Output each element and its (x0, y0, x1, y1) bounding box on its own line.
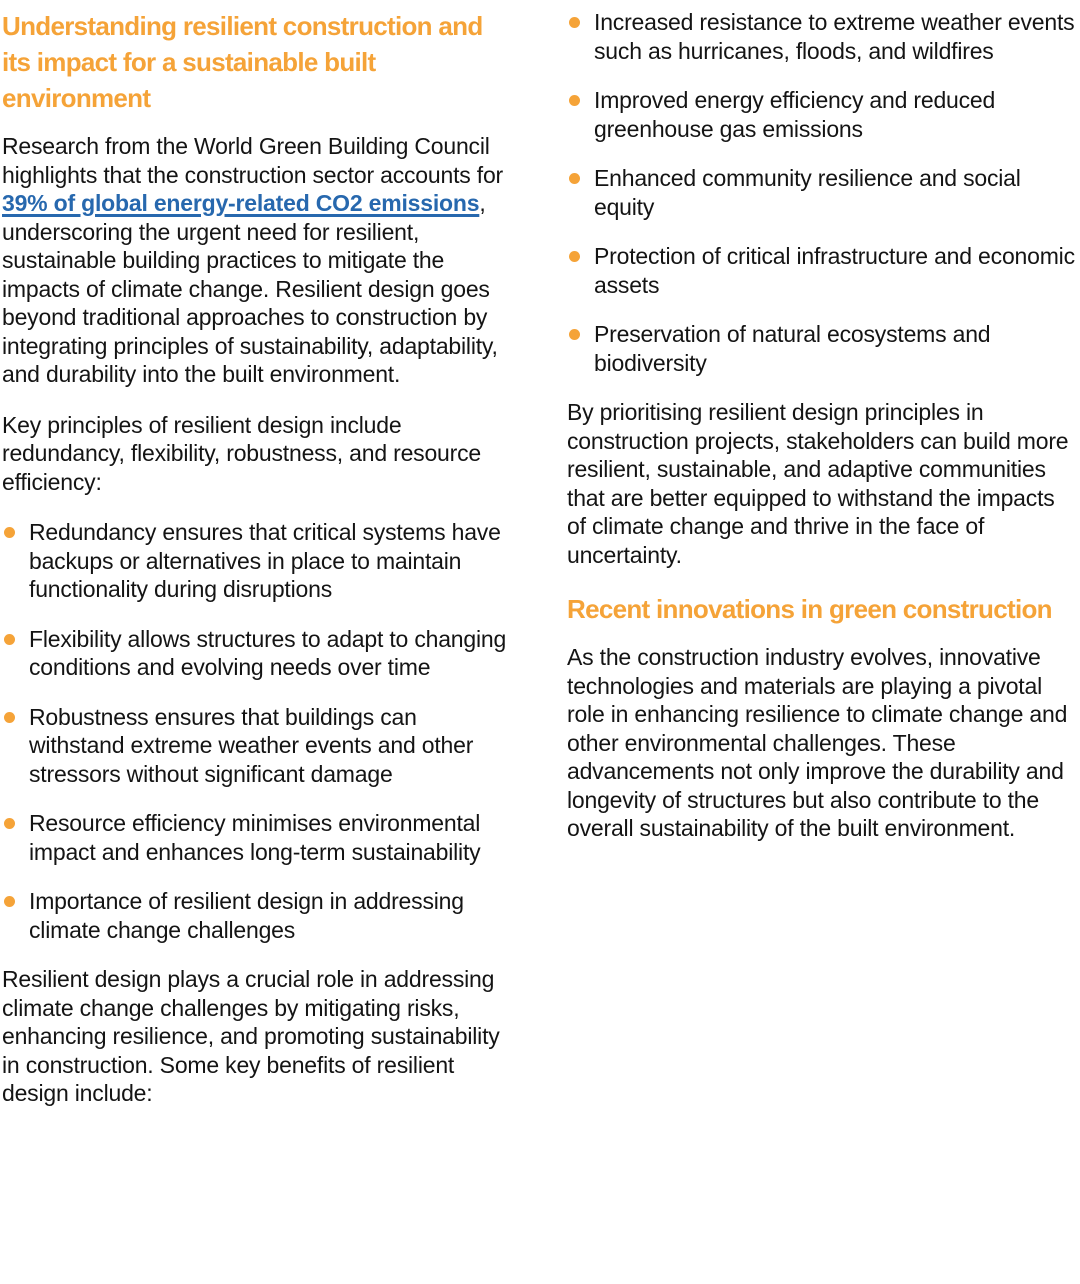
list-item-text: Improved energy efficiency and reduced g… (594, 87, 996, 142)
innovations-paragraph: As the construction industry evolves, in… (567, 644, 1068, 841)
list-item-text: Flexibility allows structures to adapt t… (29, 625, 507, 681)
benefits-bullet-list: Increased resistance to extreme weather … (567, 8, 1078, 377)
list-item-text: Protection of critical infrastructure an… (594, 243, 1075, 298)
co2-emissions-link[interactable]: 39% of global energy-related CO2 emissio… (2, 190, 480, 216)
bullet-icon (4, 527, 15, 538)
bullet-icon (569, 95, 580, 106)
bullet-icon (569, 173, 580, 184)
list-item-text: Enhanced community resilience and social… (594, 165, 1021, 220)
bullet-icon (4, 896, 15, 907)
list-item: Improved energy efficiency and reduced g… (567, 86, 1078, 143)
bullet-icon (4, 818, 15, 829)
section-heading-understanding-resilient-construction: Understanding resilient construction and… (2, 11, 483, 113)
left-column: Understanding resilient construction and… (2, 8, 514, 1284)
bullet-icon (4, 633, 15, 645)
intro-paragraph: Research from the World Green Building C… (2, 132, 514, 389)
right-column: Increased resistance to extreme weather … (567, 8, 1078, 1284)
list-item: Robustness ensures that buildings can wi… (2, 703, 514, 789)
intro-text-after-link: , underscoring the urgent need for resil… (2, 190, 498, 387)
list-item-text: Redundancy ensures that critical systems… (29, 519, 501, 602)
section-heading-recent-innovations: Recent innovations in green construction (567, 594, 1053, 624)
list-item-text: Robustness ensures that buildings can wi… (29, 703, 474, 787)
list-item: Redundancy ensures that critical systems… (2, 518, 514, 604)
list-item: Protection of critical infrastructure an… (567, 242, 1078, 299)
bullet-icon (569, 17, 580, 28)
benefits-intro-paragraph: Resilient design plays a crucial role in… (2, 966, 500, 1106)
list-item-text: Preservation of natural ecosystems and b… (594, 321, 991, 376)
list-item-text: Increased resistance to extreme weather … (594, 9, 1075, 64)
list-item: Preservation of natural ecosystems and b… (567, 320, 1078, 377)
key-principles-paragraph: Key principles of resilient design inclu… (2, 411, 481, 495)
bullet-icon (569, 329, 580, 340)
list-item: Flexibility allows structures to adapt t… (2, 625, 514, 682)
list-item-text: Resource efficiency minimises environmen… (29, 810, 481, 865)
prioritising-paragraph: By prioritising resilient design princip… (567, 399, 1069, 568)
list-item: Resource efficiency minimises environmen… (2, 809, 514, 866)
bullet-icon (569, 251, 580, 262)
list-item: Enhanced community resilience and social… (567, 164, 1078, 221)
list-item: Increased resistance to extreme weather … (567, 8, 1078, 65)
list-item: Importance of resilient design in addres… (2, 887, 514, 944)
principles-bullet-list: Redundancy ensures that critical systems… (2, 518, 514, 944)
list-item-text: Importance of resilient design in addres… (29, 888, 464, 943)
intro-text-before-link: Research from the World Green Building C… (2, 133, 503, 188)
bullet-icon (4, 711, 15, 723)
